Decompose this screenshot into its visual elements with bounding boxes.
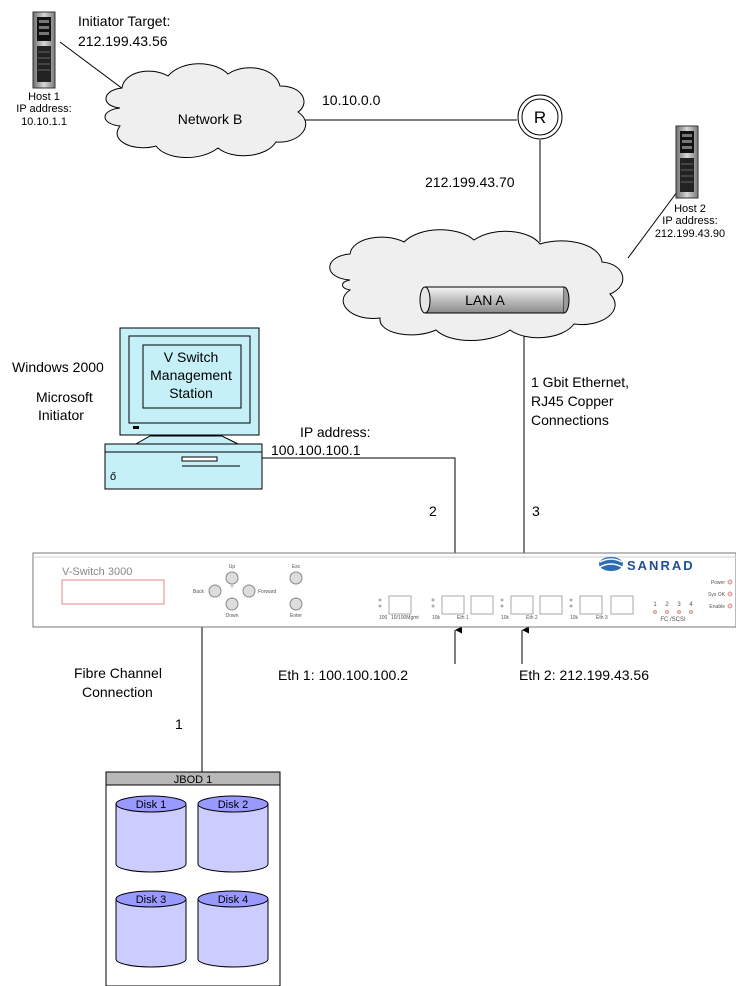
- disk-2: [197, 795, 269, 873]
- host1-ip-label: IP address:: [16, 103, 71, 115]
- vswitch-esc-label: Esc: [292, 564, 301, 570]
- link-number-1: 1: [175, 716, 183, 732]
- network-b-router-subnet: 10.10.0.0: [322, 92, 381, 108]
- mgmt-ip: 100.100.100.1: [271, 442, 361, 458]
- vswitch-ports: [378, 595, 634, 615]
- disk-2-label: Disk 2: [218, 799, 249, 811]
- host2-to-lan-line: [627, 187, 681, 259]
- host2-ip-label: IP address:: [662, 215, 717, 227]
- lan-a-cloud: [329, 229, 624, 341]
- router-label: R: [534, 108, 546, 127]
- router-icon: [517, 94, 563, 140]
- router-lan-ip: 212.199.43.70: [425, 174, 515, 190]
- fc-port-3: 3: [677, 602, 681, 608]
- fc-scsi-label: FC /SCSI: [660, 617, 686, 623]
- status-power-label: Power: [711, 580, 726, 586]
- mgmt-os-label: Windows 2000: [12, 359, 104, 375]
- network-b-label: Network B: [178, 111, 243, 127]
- status-leds: [727, 579, 733, 609]
- disk-3: [115, 890, 187, 968]
- vswitch-up-button: [225, 571, 239, 585]
- port-eth1-a: [441, 595, 465, 615]
- port-eth1-b: [470, 595, 494, 615]
- svg-text:✛: ✛: [229, 583, 234, 590]
- sanrad-logo-icon: [599, 557, 623, 571]
- eth2-address-label: Eth 2: 212.199.43.56: [519, 667, 649, 683]
- lan-a-cylinder: [419, 286, 570, 314]
- vswitch-forward-label: Forward: [258, 589, 277, 595]
- host1-server-icon: [32, 11, 56, 89]
- host2-ip: 212.199.43.90: [655, 228, 725, 240]
- vswitch-back-button: [208, 584, 222, 598]
- link-number-3: 3: [532, 503, 540, 519]
- port-eth2-b: [539, 595, 563, 615]
- fc-label-line1: Fibre Channel: [74, 665, 162, 681]
- port-eth1-speed: 10k: [432, 615, 441, 621]
- port-100-label: 100: [379, 615, 388, 621]
- port-eth2-label: Eth 2: [526, 615, 538, 621]
- vswitch-enter-label: Enter: [290, 613, 302, 619]
- vswitch-esc-button: [289, 571, 303, 585]
- port-eth3-speed: 10k: [570, 615, 579, 621]
- lan-a-label: LAN A: [465, 292, 505, 308]
- host1-initiator-target-label: Initiator Target:: [78, 13, 170, 29]
- disk-3-label: Disk 3: [136, 894, 167, 906]
- vswitch-forward-button: [242, 584, 256, 598]
- fc-port-4: 4: [689, 602, 693, 608]
- gbit-label-line2: RJ45 Copper: [531, 393, 614, 409]
- vswitch-down-label: Down: [226, 613, 239, 619]
- port-eth3-label: Eth 3: [596, 615, 608, 621]
- host2-name: Host 2: [674, 203, 706, 215]
- port-eth2-speed: 10k: [501, 615, 510, 621]
- status-sysok-label: Sys OK: [708, 592, 726, 598]
- connection-lines: [59, 41, 681, 772]
- port-eth3-b: [610, 595, 634, 615]
- disk-4-label: Disk 4: [218, 894, 249, 906]
- vswitch-enter-button: [289, 597, 303, 611]
- port-eth2-a: [510, 595, 534, 615]
- host1-ip: 10.10.1.1: [21, 116, 67, 128]
- svg-text:ő: ő: [110, 471, 116, 483]
- fc-port-2: 2: [665, 602, 669, 608]
- vswitch-nav-pad: ✛: [208, 571, 303, 611]
- host1-name: Host 1: [28, 91, 60, 103]
- port-mgmt-label: 10/100Mgmt: [391, 615, 419, 621]
- network-b-cloud: [104, 63, 307, 159]
- mgmt-screen-line3: Station: [169, 385, 213, 401]
- port-eth3-a: [579, 595, 603, 615]
- disk-1-label: Disk 1: [136, 799, 167, 811]
- jbod-title: JBOD 1: [174, 774, 213, 786]
- vswitch-back-label: Back: [193, 589, 205, 595]
- fc-port-1: 1: [653, 602, 657, 608]
- port-mgmt: [388, 595, 412, 615]
- vswitch-down-button: [225, 597, 239, 611]
- vswitch-up-label: Up: [229, 564, 236, 570]
- management-computer-icon: ő: [104, 327, 263, 490]
- mgmt-to-eth1-line: [262, 457, 456, 598]
- fc-label-line2: Connection: [82, 684, 153, 700]
- mgmt-screen-line2: Management: [150, 367, 232, 383]
- link-number-2: 2: [429, 503, 437, 519]
- mgmt-initiator-line2: Initiator: [38, 407, 84, 423]
- host2-server-icon: [675, 125, 699, 199]
- disk-1: [115, 795, 187, 873]
- vswitch-brand: SANRAD: [627, 558, 695, 573]
- fc-leds: [653, 610, 693, 614]
- gbit-label-line3: Connections: [531, 412, 609, 428]
- eth1-address-label: Eth 1: 100.100.100.2: [278, 667, 408, 683]
- mgmt-screen-line1: V Switch: [164, 349, 218, 365]
- mgmt-ip-label: IP address:: [300, 424, 371, 440]
- gbit-label-line1: 1 Gbit Ethernet,: [531, 374, 629, 390]
- host1-target-ip: 212.199.43.56: [78, 33, 168, 49]
- status-fault-label: Enable: [709, 604, 725, 610]
- port-eth1-label: Eth 1: [457, 615, 469, 621]
- disk-4: [197, 890, 269, 968]
- vswitch-model: V-Switch 3000: [62, 566, 132, 578]
- mgmt-initiator-line1: Microsoft: [36, 389, 93, 405]
